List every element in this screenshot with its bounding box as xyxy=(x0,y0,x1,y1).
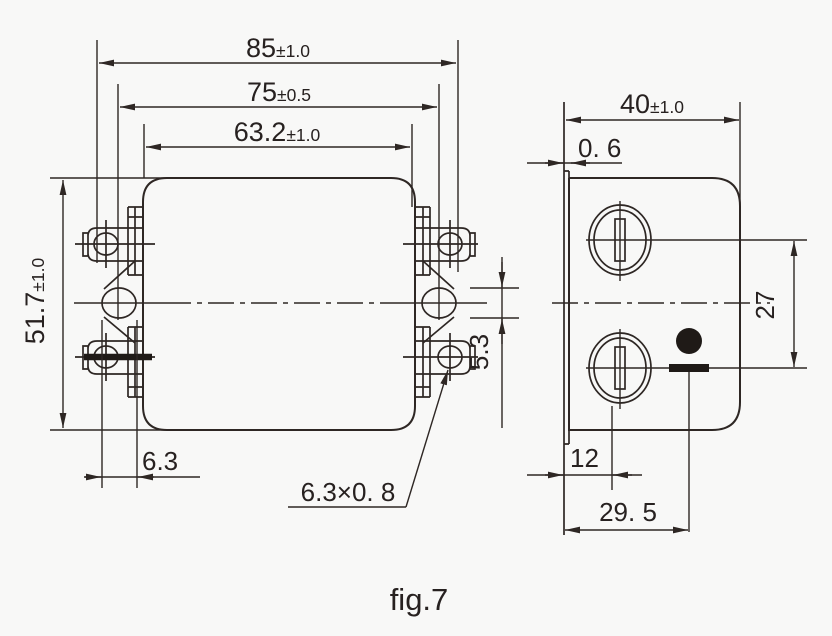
figure-caption: fig.7 xyxy=(390,582,449,617)
right-mounting-plate xyxy=(415,206,431,398)
terminal-size-label: 6.3×0. 8 xyxy=(301,477,396,507)
terminal-leader-line xyxy=(405,369,449,508)
side-extension-lines xyxy=(611,102,741,532)
dim-text-slot-height: 5.3 xyxy=(464,334,494,370)
dim-text-slot-width: 6.3 xyxy=(142,446,178,476)
dim-text-51: 51.7±1.0 xyxy=(20,257,50,344)
front-extension-lines xyxy=(50,40,519,488)
marking-dot xyxy=(676,328,702,354)
front-view xyxy=(74,177,487,431)
mounting-hole-left xyxy=(101,287,137,319)
side-body-outline xyxy=(568,177,741,431)
side-view xyxy=(552,102,807,535)
filter-body-outline xyxy=(142,177,416,431)
left-mounting-plate xyxy=(127,206,143,398)
dim-text-flange: 0. 6 xyxy=(578,133,621,163)
dim-text-63: 63.2±1.0 xyxy=(234,117,321,147)
mounting-flange-edge xyxy=(563,102,570,535)
marking-bar xyxy=(669,364,709,372)
side-view-dimensions: 40±1.0 0. 6 27 12 29. 5 xyxy=(527,89,798,534)
dim-text-12: 12 xyxy=(570,443,599,473)
side-terminal-crosshairs xyxy=(586,201,807,409)
dim-text-85: 85±1.0 xyxy=(246,33,310,63)
dim-text-29: 29. 5 xyxy=(599,497,657,527)
dim-text-27: 27 xyxy=(750,291,780,320)
front-view-dimensions: 85±1.0 75±0.5 63.2±1.0 51.7±1.0 6.3 5.3 … xyxy=(20,33,519,508)
dim-text-75: 75±0.5 xyxy=(247,77,311,107)
dim-text-40: 40±1.0 xyxy=(620,89,684,119)
mounting-ear-edges xyxy=(103,260,455,344)
